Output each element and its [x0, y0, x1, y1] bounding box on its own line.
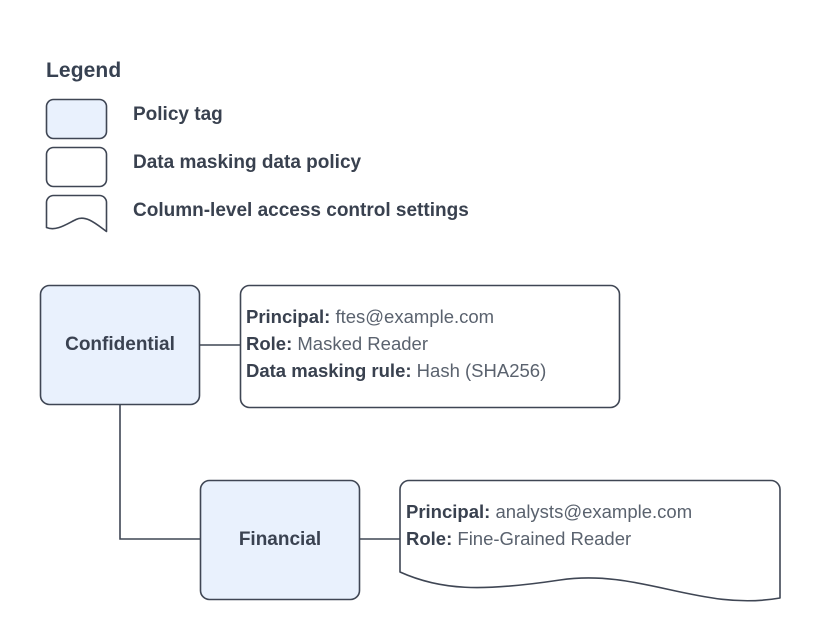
callout-value: analysts@example.com	[495, 501, 693, 522]
callout-row: Data masking rule: Hash (SHA256)	[246, 357, 546, 384]
node-label-confidential: Confidential	[65, 334, 175, 355]
legend-label-column-level-access-control-settings: Column-level access control settings	[133, 200, 469, 221]
node-confidential[interactable]	[39, 284, 201, 406]
callout-row: Role: Masked Reader	[246, 330, 546, 357]
legend-swatch-policy-tag	[45, 98, 108, 140]
legend-swatch-data-masking-data-policy	[45, 146, 108, 188]
callout-key: Principal:	[246, 306, 331, 327]
callout-value: Fine-Grained Reader	[457, 528, 632, 549]
legend-title: Legend	[46, 59, 122, 82]
callout-key: Principal:	[406, 501, 491, 522]
callout-row: Principal: ftes@example.com	[246, 303, 546, 330]
callout-key: Role:	[246, 333, 293, 354]
callout-financial-policy[interactable]	[399, 479, 781, 602]
legend-label-policy-tag: Policy tag	[133, 104, 223, 125]
node-financial[interactable]	[199, 479, 361, 601]
callout-value: ftes@example.com	[335, 306, 495, 327]
legend-label-data-masking-data-policy: Data masking data policy	[133, 152, 362, 173]
callout-text-confidential-policy: Principal: ftes@example.com Role: Masked…	[246, 303, 546, 384]
node-label-financial: Financial	[238, 529, 322, 550]
callout-row: Role: Fine-Grained Reader	[406, 525, 692, 552]
callout-key: Role:	[406, 528, 453, 549]
callout-value: Masked Reader	[297, 333, 428, 354]
callout-value: Hash (SHA256)	[416, 360, 547, 381]
connector-confidential-to-financial	[119, 405, 200, 540]
callout-confidential-policy[interactable]	[239, 284, 621, 409]
callout-key: Data masking rule:	[246, 360, 412, 381]
legend-swatch-column-level-access-control-settings	[45, 194, 108, 233]
callout-text-financial-policy: Principal: analysts@example.com Role: Fi…	[406, 498, 692, 552]
callout-row: Principal: analysts@example.com	[406, 498, 692, 525]
